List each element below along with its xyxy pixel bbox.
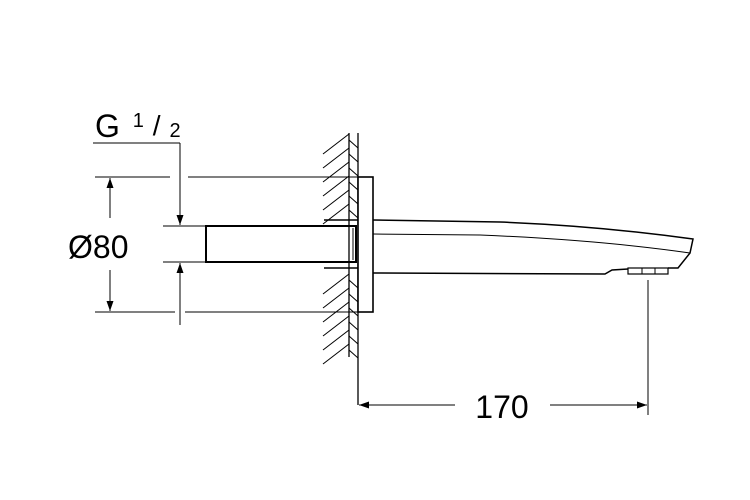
hatch-line [322, 161, 350, 183]
hatch-line [348, 195, 359, 205]
diameter-label: Ø80 [68, 229, 128, 265]
flange [357, 176, 374, 313]
aerator [627, 267, 669, 275]
hatch-line [348, 279, 359, 289]
hatch-line [348, 153, 359, 163]
hatch-line [322, 273, 350, 295]
hatch-line [348, 167, 359, 177]
hatch-line [348, 321, 359, 331]
thread-dimension [93, 142, 206, 325]
spout [372, 219, 694, 275]
hatch-line [322, 315, 350, 337]
hatch-line [322, 343, 350, 365]
hatch-line [322, 147, 350, 169]
projection-label: 170 [475, 389, 528, 425]
hatch-line [322, 189, 350, 211]
hatch-line [348, 293, 359, 303]
thread-label: G 1 / 2 [95, 98, 181, 144]
hatch-line [322, 329, 350, 351]
hatch-line [348, 139, 359, 149]
hatch-line [348, 335, 359, 345]
hatch-line [322, 287, 350, 309]
hatch-line [322, 133, 350, 155]
wall [322, 133, 359, 405]
diameter-dimension [95, 176, 360, 313]
connection-pipe [205, 219, 358, 269]
hatch-line [348, 349, 359, 359]
projection-dimension [359, 280, 649, 415]
hatch-line [348, 181, 359, 191]
hatch-line [348, 209, 359, 219]
hatch-line [322, 175, 350, 197]
wall-hatching [322, 133, 359, 365]
